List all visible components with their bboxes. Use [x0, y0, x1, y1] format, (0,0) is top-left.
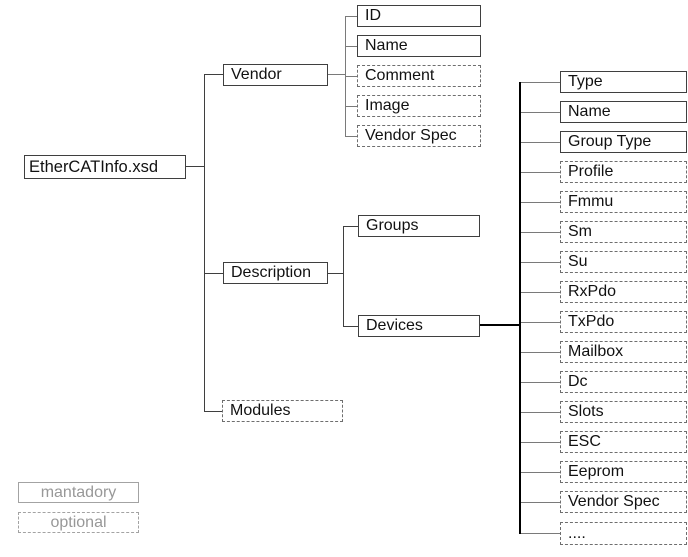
connector-line-sm [521, 232, 560, 233]
connector-line-id [345, 16, 357, 17]
node-description: Description [223, 262, 328, 284]
node-dc: Dc [560, 371, 687, 393]
connector-line-rxpdo [521, 292, 560, 293]
node-ethercatinfo-xsd: EtherCATInfo.xsd [24, 155, 186, 179]
connector-line-type [521, 82, 560, 83]
connector-line-name [345, 46, 357, 47]
connector-line-groups [343, 226, 358, 227]
connector-line-profile [521, 172, 560, 173]
node-sm: Sm [560, 221, 687, 243]
connector-line-vendor [204, 74, 223, 75]
connector-line-devvendorspec [521, 502, 560, 503]
node-vendor: Vendor [223, 64, 328, 86]
connector-line-vendorspec [345, 136, 357, 137]
node-txpdo: TxPdo [560, 311, 687, 333]
connector-line-devname [521, 112, 560, 113]
node-vendor-spec: Vendor Spec [357, 125, 481, 147]
node-image: Image [357, 95, 481, 117]
node-devices: Devices [358, 315, 480, 337]
node-eeprom: Eeprom [560, 461, 687, 483]
connector-line-description-out [328, 273, 343, 274]
node-su: Su [560, 251, 687, 273]
connector-trunk-devices [519, 82, 521, 534]
connector-line-fmmu [521, 202, 560, 203]
connector-line-eeprom [521, 472, 560, 473]
node-etc: .... [560, 522, 687, 545]
node-rxpdo: RxPdo [560, 281, 687, 303]
connector-line-modules [204, 411, 222, 412]
connector-line-comment [345, 76, 357, 77]
node-id: ID [357, 5, 481, 27]
node-slots: Slots [560, 401, 687, 423]
connector-line-root [185, 166, 204, 167]
connector-line-grouptype [521, 142, 560, 143]
connector-line-devices-out [480, 324, 519, 326]
connector-trunk-root [204, 74, 205, 412]
connector-line-esc [521, 442, 560, 443]
node-profile: Profile [560, 161, 687, 183]
node-fmmu: Fmmu [560, 191, 687, 213]
connector-line-slots [521, 412, 560, 413]
node-esc: ESC [560, 431, 687, 453]
connector-line-txpdo [521, 322, 560, 323]
node-mailbox: Mailbox [560, 341, 687, 363]
connector-line-dc [521, 382, 560, 383]
connector-line-su [521, 262, 560, 263]
connector-line-image [345, 106, 357, 107]
connector-line-mailbox [521, 352, 560, 353]
legend-mandatory: mantadory [18, 482, 139, 503]
connector-line-vendor-out [328, 74, 345, 75]
node-modules: Modules [222, 400, 343, 422]
node-device-name: Name [560, 101, 687, 123]
connector-trunk-description [343, 226, 344, 327]
node-comment: Comment [357, 65, 481, 87]
legend-optional: optional [18, 512, 139, 533]
connector-line-etc [521, 533, 560, 534]
node-name: Name [357, 35, 481, 57]
node-groups: Groups [358, 215, 480, 237]
node-type: Type [560, 71, 687, 93]
connector-line-description [204, 273, 223, 274]
connector-line-devices [343, 326, 358, 327]
node-device-vendor-spec: Vendor Spec [560, 491, 687, 513]
node-group-type: Group Type [560, 131, 687, 153]
